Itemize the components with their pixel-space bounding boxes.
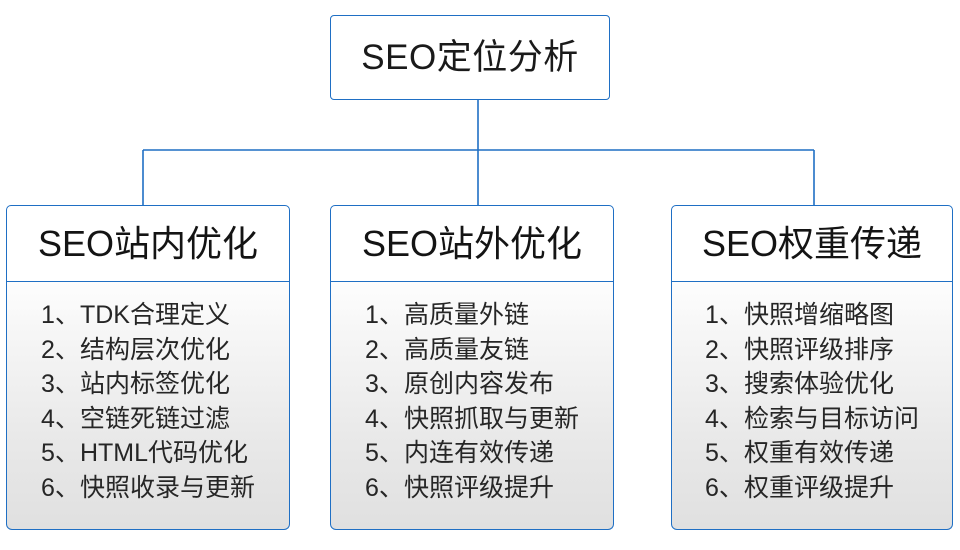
list-item-number: 1、 bbox=[365, 301, 404, 329]
list-item: 5、内连有效传递 bbox=[365, 436, 579, 471]
column-body-0: 1、TDK合理定义 2、结构层次优化 3、站内标签优化 4、空链死链过滤 5、H… bbox=[6, 282, 290, 530]
list-item: 4、检索与目标访问 bbox=[705, 402, 919, 437]
list-item-number: 3、 bbox=[705, 370, 744, 398]
column-header-label-0: SEO站内优化 bbox=[37, 222, 259, 264]
list-item: 3、原创内容发布 bbox=[365, 367, 579, 402]
column-list-2: 1、快照增缩略图 2、快照评级排序 3、搜索体验优化 4、检索与目标访问 5、权… bbox=[705, 298, 919, 505]
column-seo-weight-transfer: SEO权重传递 1、快照增缩略图 2、快照评级排序 3、搜索体验优化 4、检索与… bbox=[671, 205, 953, 530]
list-item: 2、结构层次优化 bbox=[41, 333, 255, 368]
column-header-label-2: SEO权重传递 bbox=[701, 222, 923, 264]
list-item: 5、HTML代码优化 bbox=[41, 436, 255, 471]
list-item-label: 检索与目标访问 bbox=[743, 404, 919, 433]
column-body-2: 1、快照增缩略图 2、快照评级排序 3、搜索体验优化 4、检索与目标访问 5、权… bbox=[671, 282, 953, 530]
root-node-label: SEO定位分析 bbox=[361, 38, 579, 77]
list-item-number: 4、 bbox=[365, 404, 404, 433]
list-item-label: 结构层次优化 bbox=[79, 335, 230, 364]
column-header-label-1: SEO站外优化 bbox=[361, 222, 583, 264]
list-item-number: 1、 bbox=[41, 301, 80, 329]
list-item-label: 站内标签优化 bbox=[79, 370, 230, 398]
list-item-label: 快照收录与更新 bbox=[79, 473, 255, 502]
list-item-label: HTML代码优化 bbox=[79, 439, 248, 467]
column-header-1[interactable]: SEO站外优化 bbox=[330, 205, 614, 282]
list-item: 1、TDK合理定义 bbox=[41, 298, 255, 333]
list-item: 6、快照评级提升 bbox=[365, 471, 579, 506]
list-item-number: 5、 bbox=[41, 439, 80, 467]
list-item-number: 6、 bbox=[365, 473, 404, 502]
list-item-label: 空链死链过滤 bbox=[79, 404, 230, 433]
list-item-label: 高质量外链 bbox=[403, 301, 529, 329]
list-item-label: TDK合理定义 bbox=[79, 301, 230, 329]
list-item-label: 快照评级提升 bbox=[403, 473, 554, 502]
list-item: 4、快照抓取与更新 bbox=[365, 402, 579, 437]
list-item-number: 6、 bbox=[41, 473, 80, 502]
list-item-number: 3、 bbox=[41, 370, 80, 398]
list-item-number: 4、 bbox=[41, 404, 80, 433]
list-item: 3、站内标签优化 bbox=[41, 367, 255, 402]
column-body-1: 1、高质量外链 2、高质量友链 3、原创内容发布 4、快照抓取与更新 5、内连有… bbox=[330, 282, 614, 530]
list-item: 1、快照增缩略图 bbox=[705, 298, 919, 333]
list-item-number: 2、 bbox=[705, 335, 744, 364]
column-header-0[interactable]: SEO站内优化 bbox=[6, 205, 290, 282]
list-item: 1、高质量外链 bbox=[365, 298, 579, 333]
list-item: 3、搜索体验优化 bbox=[705, 367, 919, 402]
list-item: 2、高质量友链 bbox=[365, 333, 579, 368]
list-item: 6、快照收录与更新 bbox=[41, 471, 255, 506]
list-item-number: 3、 bbox=[365, 370, 404, 398]
list-item: 6、权重评级提升 bbox=[705, 471, 919, 506]
list-item-label: 快照评级排序 bbox=[743, 335, 894, 364]
column-header-2[interactable]: SEO权重传递 bbox=[671, 205, 953, 282]
list-item-label: 原创内容发布 bbox=[403, 370, 554, 398]
list-item-label: 权重有效传递 bbox=[743, 439, 894, 467]
list-item-number: 2、 bbox=[41, 335, 80, 364]
root-node[interactable]: SEO定位分析 bbox=[330, 15, 610, 100]
list-item-label: 权重评级提升 bbox=[743, 473, 894, 502]
list-item: 4、空链死链过滤 bbox=[41, 402, 255, 437]
column-seo-offsite: SEO站外优化 1、高质量外链 2、高质量友链 3、原创内容发布 4、快照抓取与… bbox=[330, 205, 614, 530]
list-item-label: 快照增缩略图 bbox=[743, 301, 894, 329]
list-item: 5、权重有效传递 bbox=[705, 436, 919, 471]
list-item-number: 1、 bbox=[705, 301, 744, 329]
list-item-label: 高质量友链 bbox=[403, 335, 529, 364]
list-item-number: 4、 bbox=[705, 404, 744, 433]
column-list-1: 1、高质量外链 2、高质量友链 3、原创内容发布 4、快照抓取与更新 5、内连有… bbox=[365, 298, 579, 505]
list-item-number: 2、 bbox=[365, 335, 404, 364]
list-item-number: 6、 bbox=[705, 473, 744, 502]
list-item-number: 5、 bbox=[365, 439, 404, 467]
list-item-label: 快照抓取与更新 bbox=[403, 404, 579, 433]
list-item-label: 搜索体验优化 bbox=[743, 370, 894, 398]
list-item-label: 内连有效传递 bbox=[403, 439, 554, 467]
column-list-0: 1、TDK合理定义 2、结构层次优化 3、站内标签优化 4、空链死链过滤 5、H… bbox=[41, 298, 255, 505]
list-item: 2、快照评级排序 bbox=[705, 333, 919, 368]
list-item-number: 5、 bbox=[705, 439, 744, 467]
column-seo-onsite: SEO站内优化 1、TDK合理定义 2、结构层次优化 3、站内标签优化 4、空链… bbox=[6, 205, 290, 530]
